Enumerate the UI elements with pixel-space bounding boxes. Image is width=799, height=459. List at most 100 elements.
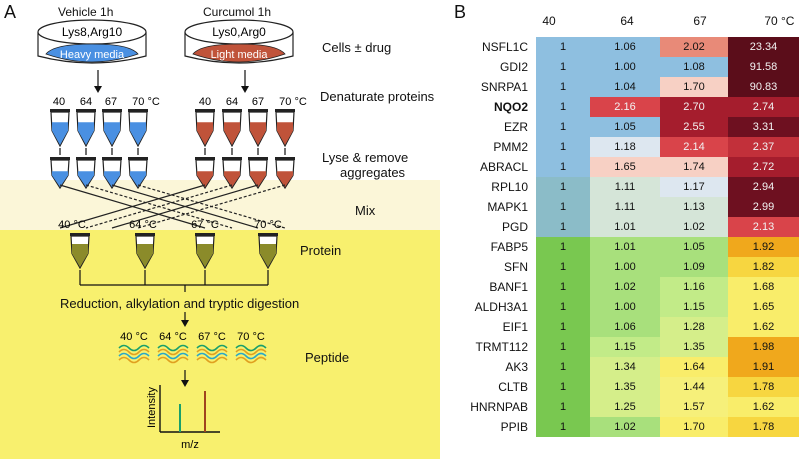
tube-cap xyxy=(128,109,148,112)
tube-cap xyxy=(102,109,122,112)
temp-left-67: 67 xyxy=(105,96,117,108)
tube-cap xyxy=(135,233,155,236)
heatmap-cell: 1 xyxy=(536,37,590,57)
heatmap-cell: 1 xyxy=(536,137,590,157)
curcumol-dish: Lys0,Arg0 Light media xyxy=(184,19,294,64)
column-unit: °C xyxy=(781,14,795,28)
protein-temps: 40 °C 64 °C 67 °C 70 °C xyxy=(58,219,282,231)
tube-liquid xyxy=(52,171,68,187)
step-peptide: Peptide xyxy=(305,350,350,365)
heatmap-cell: 1 xyxy=(536,277,590,297)
peptide-strand xyxy=(157,344,189,352)
protein-temp-64: 64 °C xyxy=(129,219,157,231)
temp-left-64: 64 xyxy=(80,96,92,108)
heatmap-cell: 1.02 xyxy=(660,217,728,237)
row-label: GDI2 xyxy=(499,60,528,74)
peptide-strand xyxy=(118,344,150,352)
heatmap-cell: 1.70 xyxy=(660,417,728,437)
heatmap-cell: 1.13 xyxy=(660,197,728,217)
tube-cap xyxy=(76,157,96,160)
peptide-strand xyxy=(118,356,150,364)
row-label: BANF1 xyxy=(489,280,528,294)
peptide-strand xyxy=(157,348,189,356)
panel-b-letter: B xyxy=(454,2,467,22)
heatmap-cell: 1 xyxy=(536,337,590,357)
heatmap-cell: 1.15 xyxy=(660,297,728,317)
tube-cap xyxy=(275,109,295,112)
row-label: SFN xyxy=(504,260,528,274)
tube-liquid xyxy=(224,122,240,145)
panel-a-letter: A xyxy=(4,2,17,22)
heatmap-cell: 1.82 xyxy=(728,257,799,277)
row-label: PGD xyxy=(501,220,528,234)
row-label: SNRPA1 xyxy=(480,80,528,94)
heatmap-cell: 1 xyxy=(536,57,590,77)
heatmap-cell: 2.72 xyxy=(728,157,799,177)
temps-left: 40 64 67 70 °C xyxy=(53,96,160,108)
tube-liquid xyxy=(104,171,120,187)
curcumol-title: Curcumol 1h xyxy=(203,5,272,19)
heatmap-cell: 2.55 xyxy=(660,117,728,137)
heatmap-cell: 91.58 xyxy=(728,57,799,77)
heatmap-cell: 1.35 xyxy=(660,337,728,357)
heatmap-cell: 1.25 xyxy=(590,397,660,417)
heatmap-cell: 1 xyxy=(536,97,590,117)
heatmap-cell: 23.34 xyxy=(728,37,799,57)
row-label: ABRACL xyxy=(479,160,528,174)
tube-liquid xyxy=(78,171,94,187)
heatmap-cell: 1.11 xyxy=(590,197,660,217)
tube-cap xyxy=(195,157,215,160)
heatmap-cell: 1.16 xyxy=(660,277,728,297)
heatmap-cell: 1.00 xyxy=(590,257,660,277)
lysed-tubes xyxy=(50,148,295,190)
peptide-strand xyxy=(235,356,267,364)
heatmap-cell: 1.65 xyxy=(590,157,660,177)
tube-cap xyxy=(50,157,70,160)
curcumol-label: Lys0,Arg0 xyxy=(212,25,266,39)
tube-liquid xyxy=(197,122,213,145)
tube-cap xyxy=(195,109,215,112)
heatmap-cell: 1.00 xyxy=(590,57,660,77)
peptide-strand xyxy=(196,344,228,352)
tube-cap xyxy=(102,157,122,160)
row-label: HNRNPAB xyxy=(470,400,528,414)
column-header-64: 64 xyxy=(620,14,634,28)
peptide-temp-64: 64 °C xyxy=(159,331,187,343)
peptide-strand xyxy=(196,356,228,364)
heatmap-cell: 1.92 xyxy=(728,237,799,257)
spectrum-ylabel: Intensity xyxy=(146,387,158,428)
tube-liquid xyxy=(137,244,153,267)
heatmap-cell: 1.00 xyxy=(590,297,660,317)
tube-cap xyxy=(128,157,148,160)
tube-liquid xyxy=(197,244,213,267)
tube-cap xyxy=(258,233,278,236)
column-header-67: 67 xyxy=(693,14,707,28)
tube-liquid xyxy=(260,244,276,267)
tube-liquid xyxy=(277,122,293,145)
heatmap-cell: 1.18 xyxy=(590,137,660,157)
heatmap-cell: 1.06 xyxy=(590,317,660,337)
heatmap-cell: 1.17 xyxy=(660,177,728,197)
heatmap-cell: 1.08 xyxy=(660,57,728,77)
peptide-strand xyxy=(235,344,267,352)
peptide-strand xyxy=(118,352,150,360)
vehicle-label: Lys8,Arg10 xyxy=(62,25,123,39)
temp-right-64: 64 xyxy=(226,96,238,108)
tube-liquid xyxy=(52,122,68,145)
tube-liquid xyxy=(72,244,88,267)
row-label: NSFL1C xyxy=(481,40,528,54)
row-label: FABP5 xyxy=(490,240,528,254)
peptide-strand xyxy=(235,352,267,360)
vehicle-title: Vehicle 1h xyxy=(58,5,114,19)
tube-liquid xyxy=(130,171,146,187)
heatmap-cell: 1.98 xyxy=(728,337,799,357)
heatmap-cell: 2.74 xyxy=(728,97,799,117)
denature-tubes xyxy=(50,109,295,148)
tube-cap xyxy=(76,109,96,112)
step-denature: Denaturate proteins xyxy=(320,89,435,104)
heatmap-cell: 1.28 xyxy=(660,317,728,337)
peptide-strand xyxy=(196,348,228,356)
workflow-diagram: Lys8,Arg10 Heavy media Lys0,Arg0 Light m… xyxy=(37,19,307,451)
protein-tubes xyxy=(70,233,278,270)
